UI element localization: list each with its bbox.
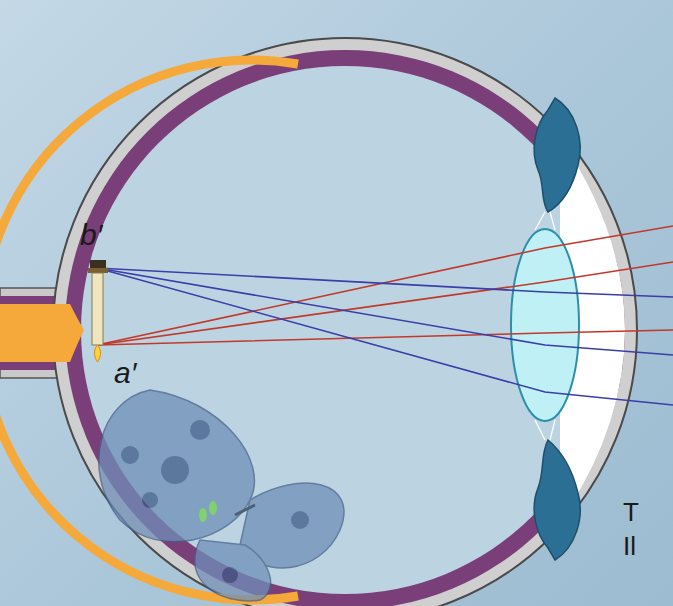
wing-spot xyxy=(291,511,309,529)
light-rays xyxy=(97,226,673,405)
candle-flame xyxy=(94,345,100,362)
candle-holder xyxy=(88,268,108,273)
sclera xyxy=(53,38,637,606)
caption-fragment: Il xyxy=(623,532,636,561)
wing-spot xyxy=(121,446,139,464)
butterfly-wing xyxy=(195,540,271,601)
red-ray xyxy=(97,262,673,345)
wing-spot xyxy=(190,420,210,440)
red-ray xyxy=(97,226,673,345)
zonule-fibre xyxy=(535,212,545,230)
candle-holder xyxy=(90,260,106,268)
wing-spot xyxy=(222,567,238,583)
red-ray xyxy=(97,330,673,345)
wing-spot xyxy=(142,492,158,508)
wing-spot xyxy=(209,501,217,515)
zonule-fibre xyxy=(550,212,555,230)
zonule-fibre xyxy=(535,420,545,440)
choroid xyxy=(65,50,625,606)
optic-nerve xyxy=(0,304,84,362)
ciliary-body xyxy=(534,98,580,212)
blue-ray xyxy=(97,268,673,405)
butterfly-image xyxy=(99,390,344,601)
vitreous-body xyxy=(81,66,609,594)
image-label: b′ xyxy=(80,218,102,251)
butterfly-body xyxy=(235,505,255,515)
image-label: a′ xyxy=(114,356,136,389)
candle-body xyxy=(92,273,103,345)
blue-ray xyxy=(97,268,673,355)
candle-image xyxy=(88,260,108,362)
wing-spot xyxy=(199,508,207,522)
ciliary-body xyxy=(534,440,580,560)
wing-spot xyxy=(161,456,189,484)
zonule-fibre xyxy=(550,420,555,440)
caption-fragment: T xyxy=(623,498,639,527)
butterfly-wing xyxy=(99,390,255,542)
